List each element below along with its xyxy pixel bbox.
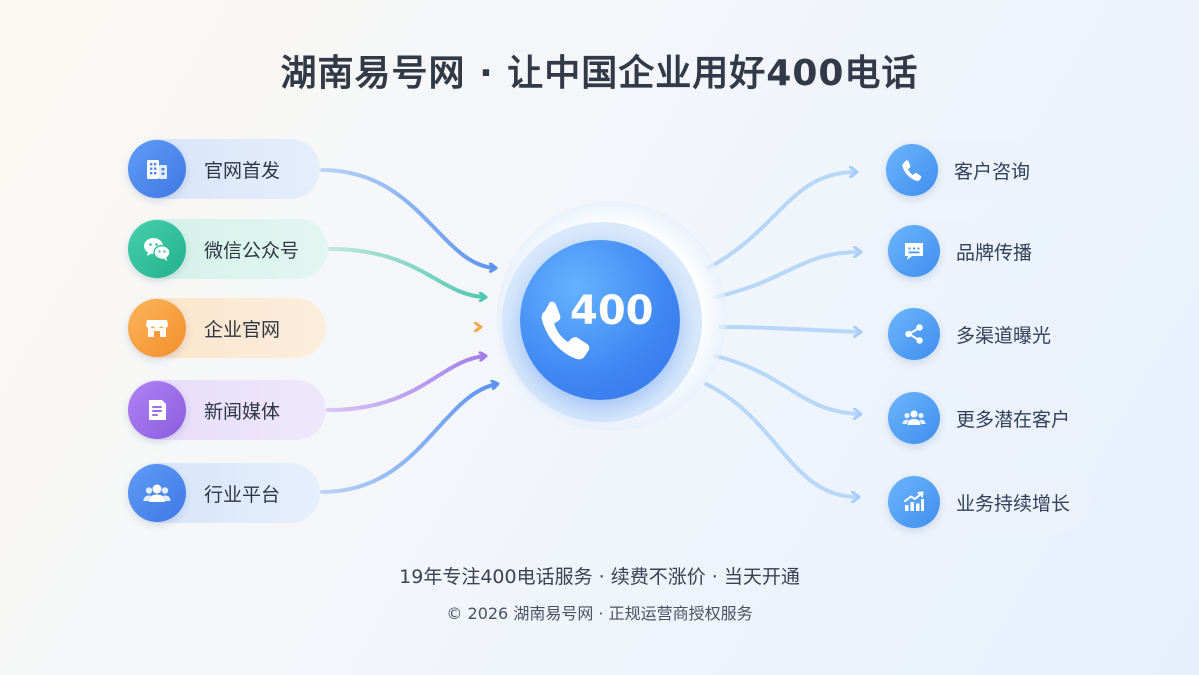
source-industry-platform: 行业平台 bbox=[128, 463, 320, 523]
outcome-label: 更多潜在客户 bbox=[956, 408, 1071, 431]
outcome-brand-spread: 品牌传播 bbox=[886, 221, 1082, 281]
source-company-website: 企业官网 bbox=[128, 298, 326, 358]
source-label: 官网首发 bbox=[204, 159, 281, 182]
outcome-more-potential-customers: 更多潜在客户 bbox=[886, 388, 1090, 448]
wechat-icon bbox=[128, 220, 186, 278]
arrow-source-5 bbox=[320, 384, 497, 494]
arrow-outcome-3 bbox=[718, 325, 860, 332]
outcome-label: 多渠道曝光 bbox=[956, 324, 1052, 347]
users-icon bbox=[128, 464, 186, 522]
source-label: 新闻媒体 bbox=[204, 400, 281, 423]
share-icon bbox=[888, 308, 940, 360]
building-icon bbox=[128, 140, 186, 198]
outcome-multichannel-exposure: 多渠道曝光 bbox=[886, 304, 1090, 364]
source-label: 企业官网 bbox=[204, 318, 281, 341]
outcome-customer-inquiry: 客户咨询 bbox=[884, 140, 1058, 200]
phone-icon bbox=[541, 301, 590, 360]
arrow-outcome-5 bbox=[704, 382, 858, 497]
footer-copyright: © 2026 湖南易号网 · 正规运营商授权服务 bbox=[446, 604, 753, 623]
outcome-label: 业务持续增长 bbox=[956, 492, 1071, 515]
users-icon bbox=[888, 392, 940, 444]
arrow-outcome-1 bbox=[706, 172, 856, 270]
outcome-label: 品牌传播 bbox=[956, 241, 1033, 264]
growth-chart-icon bbox=[888, 476, 940, 528]
phone-icon bbox=[886, 144, 938, 196]
source-official-launch: 官网首发 bbox=[128, 139, 320, 199]
arrow-source-4 bbox=[326, 356, 485, 412]
page-title: 湖南易号网 · 让中国企业用好400电话 bbox=[280, 53, 919, 94]
storefront-icon bbox=[128, 299, 186, 357]
arrow-source-1 bbox=[320, 168, 495, 268]
source-wechat-account: 微信公众号 bbox=[128, 219, 328, 279]
footer-tagline: 19年专注400电话服务 · 续费不涨价 · 当天开通 bbox=[399, 566, 800, 588]
source-news-media: 新闻媒体 bbox=[128, 380, 326, 440]
news-document-icon bbox=[128, 381, 186, 439]
hub-400-label: 400 bbox=[570, 288, 654, 334]
outcome-label: 客户咨询 bbox=[954, 160, 1031, 183]
arrow-source-2 bbox=[328, 247, 485, 297]
arrow-outcome-4 bbox=[714, 354, 860, 414]
arrow-outcome-2 bbox=[714, 252, 860, 299]
outcome-continuous-growth: 业务持续增长 bbox=[886, 472, 1090, 532]
source-label: 行业平台 bbox=[204, 483, 281, 506]
chat-message-icon bbox=[888, 225, 940, 277]
source-label: 微信公众号 bbox=[204, 239, 300, 262]
